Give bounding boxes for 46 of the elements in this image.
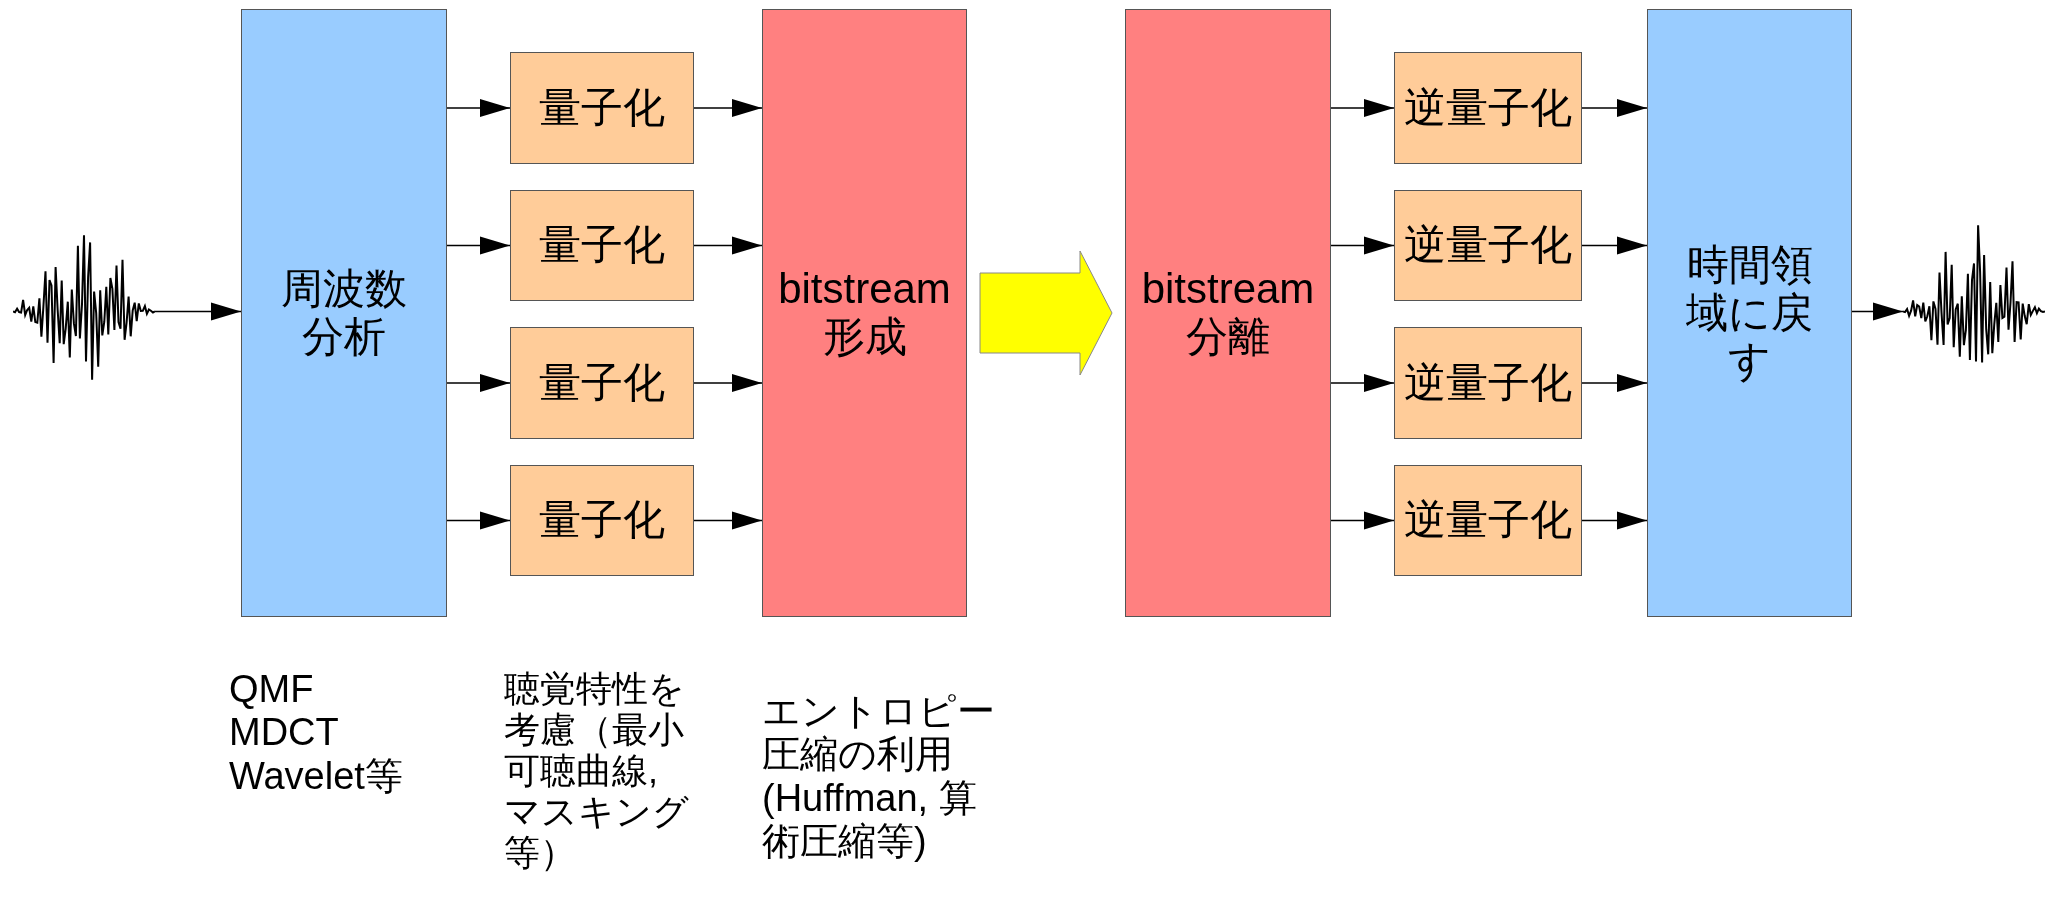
process-box (1647, 9, 1852, 617)
block-arrow (979, 250, 1113, 376)
box-label: 量子化 (539, 496, 665, 545)
process-box (762, 9, 967, 617)
box-label: 逆量子化 (1404, 496, 1572, 545)
box-label: bitstream形成 (777, 264, 952, 362)
arrow (1581, 511, 1648, 530)
arrow (1330, 99, 1395, 117)
note-text: QMF MDCT Wavelet等 (229, 668, 404, 798)
box-label: 量子化 (539, 358, 665, 408)
arrow (446, 511, 511, 530)
arrow (1330, 511, 1395, 530)
arrow (446, 99, 511, 117)
arrow (446, 236, 511, 255)
arrow (1581, 236, 1648, 255)
arrow (1330, 236, 1395, 255)
arrow (154, 302, 242, 321)
arrow (693, 236, 763, 255)
arrow (1581, 99, 1648, 117)
box-label: 量子化 (539, 83, 665, 133)
box-label: 逆量子化 (1404, 358, 1572, 408)
process-box (510, 190, 694, 301)
box-label: bitstream分離 (1140, 264, 1316, 362)
box-label: 量子化 (539, 221, 665, 270)
process-box (510, 465, 694, 576)
arrow (693, 374, 763, 392)
box-label: 周波数分析 (280, 264, 408, 362)
process-box (510, 327, 694, 439)
box-label: 時間領域に戻す (1685, 240, 1814, 386)
arrow (1851, 302, 1904, 321)
arrow (693, 99, 763, 117)
process-box (1394, 190, 1582, 301)
note-text: エントロピー圧縮の利用(Huffman, 算術圧縮等) (762, 690, 996, 864)
arrow (1330, 374, 1395, 392)
box-label: 逆量子化 (1404, 221, 1572, 270)
arrow (693, 511, 763, 530)
process-box (241, 9, 447, 617)
arrow (446, 374, 511, 392)
process-box (1394, 52, 1582, 164)
process-box (1125, 9, 1331, 617)
process-box (510, 52, 694, 164)
process-box (1394, 465, 1582, 576)
note-text: 聴覚特性を考慮（最小可聴曲線, マスキング等） (504, 668, 690, 874)
box-label: 逆量子化 (1404, 83, 1572, 133)
process-box (1394, 327, 1582, 439)
arrow (1581, 374, 1648, 392)
